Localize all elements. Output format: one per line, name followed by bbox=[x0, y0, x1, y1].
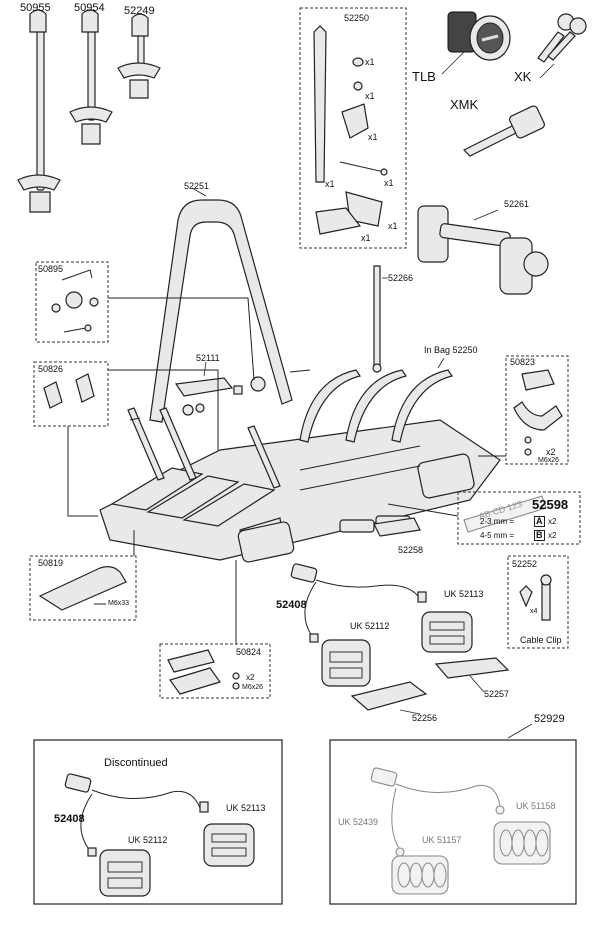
part-label-50954: 50954 bbox=[74, 2, 105, 14]
part-label-52252: 52252 bbox=[512, 559, 538, 569]
discontinued-light-uk-52112 bbox=[99, 849, 151, 897]
part-label-52249: 52249 bbox=[124, 5, 155, 17]
part-label-50826: 50826 bbox=[38, 364, 64, 374]
keys-xk bbox=[537, 13, 587, 63]
qty-50819-m6x33: M6x33 bbox=[108, 600, 130, 607]
light-label-uk-52113: UK 52113 bbox=[444, 589, 484, 599]
discontinued-label-uk-52112: UK 52112 bbox=[128, 835, 168, 845]
arm-52261 bbox=[417, 205, 549, 295]
new-label-uk-51157: UK 51157 bbox=[422, 835, 462, 845]
plate-row-2-3mm: 2-3 mm = bbox=[480, 517, 515, 526]
mount-52257 bbox=[434, 657, 510, 679]
discontinued-light-uk-52113 bbox=[203, 823, 255, 867]
bike-arm-50955 bbox=[17, 9, 61, 213]
parts-50823 bbox=[513, 369, 563, 456]
qty-label-7: x1 bbox=[361, 233, 371, 243]
parts-50824 bbox=[167, 649, 240, 695]
tool-kit-50895 bbox=[51, 269, 99, 333]
qty-label-3: x1 bbox=[368, 132, 378, 142]
key-xmk bbox=[462, 105, 545, 157]
key-label-xmk: XMK bbox=[450, 97, 479, 112]
plate-b: B bbox=[534, 530, 545, 541]
cap-52111 bbox=[174, 377, 234, 397]
qty-50823-m6x26: M6x26 bbox=[538, 457, 560, 464]
light-uk-52113 bbox=[421, 611, 473, 653]
key-label-tlb: TLB bbox=[412, 69, 436, 84]
new-light-uk-51158 bbox=[493, 821, 551, 865]
part-label-52256: 52256 bbox=[412, 713, 438, 723]
part-label-50824: 50824 bbox=[236, 647, 262, 657]
qty-50823-x2: x2 bbox=[546, 447, 556, 457]
qty-50824-x2: x2 bbox=[246, 673, 255, 682]
parts-50826 bbox=[43, 373, 95, 409]
wiring-52408 bbox=[290, 563, 427, 643]
part-label-52598: 52598 bbox=[532, 497, 569, 512]
part-label-52266: 52266 bbox=[388, 273, 414, 283]
bolt-set bbox=[129, 369, 311, 421]
new-wiring bbox=[370, 767, 505, 857]
light-label-uk-52112: UK 52112 bbox=[350, 621, 390, 631]
qty-label-1: x1 bbox=[365, 57, 375, 67]
hardware-kit-52250 bbox=[313, 25, 388, 235]
part-label-52261: 52261 bbox=[504, 199, 530, 209]
bike-arm-52249 bbox=[117, 13, 161, 99]
part-label-50955: 50955 bbox=[20, 2, 51, 14]
part-label-50819: 50819 bbox=[38, 558, 64, 568]
plate-a-x2: x2 bbox=[548, 517, 557, 526]
part-label-52408: 52408 bbox=[276, 599, 307, 611]
part-label-52258: 52258 bbox=[398, 545, 424, 555]
part-label-52250: 52250 bbox=[344, 13, 370, 23]
new-light-uk-51157 bbox=[391, 855, 449, 895]
mount-52256 bbox=[350, 681, 428, 711]
bar-52266 bbox=[372, 265, 382, 373]
qty-50824-m6x26: M6x26 bbox=[242, 684, 264, 691]
qty-52252-x4: x4 bbox=[530, 608, 538, 615]
part-label-50895: 50895 bbox=[38, 264, 64, 274]
cable-clip-label: Cable Clip bbox=[520, 635, 562, 645]
plate-row-4-5mm: 4-5 mm = bbox=[480, 531, 515, 540]
carrier-base bbox=[99, 419, 501, 563]
part-label-52257: 52257 bbox=[484, 689, 510, 699]
qty-label-4: x1 bbox=[325, 179, 335, 189]
cover-50819 bbox=[38, 566, 127, 611]
light-uk-52112 bbox=[321, 639, 371, 687]
qty-label-2: x1 bbox=[365, 91, 375, 101]
qty-label-6: x1 bbox=[388, 221, 398, 231]
discontinued-label-uk-52113: UK 52113 bbox=[226, 803, 266, 813]
bike-arm-50954 bbox=[69, 9, 113, 145]
number-plate-52598 bbox=[463, 495, 547, 533]
lock-cylinder-tlb bbox=[447, 11, 511, 61]
part-label-52251: 52251 bbox=[184, 181, 210, 191]
new-label-uk-51158: UK 51158 bbox=[516, 801, 556, 811]
plate-a: A bbox=[534, 516, 545, 527]
part-label-50823: 50823 bbox=[510, 357, 536, 367]
qty-label-5: x1 bbox=[384, 178, 394, 188]
discontinued-title: Discontinued bbox=[104, 757, 168, 769]
carrier-52251-frame bbox=[149, 199, 293, 423]
in-bag-label: In Bag 52250 bbox=[424, 345, 478, 355]
key-label-xk: XK bbox=[514, 69, 532, 84]
part-label-52111: 52111 bbox=[196, 353, 220, 363]
new-label-uk-52439: UK 52439 bbox=[338, 817, 379, 827]
carrier-arms bbox=[127, 369, 453, 489]
discontinued-label-52408: 52408 bbox=[54, 813, 85, 825]
pad-52258 bbox=[373, 517, 421, 537]
part-label-52929: 52929 bbox=[534, 713, 565, 725]
cable-clips-52252 bbox=[519, 574, 552, 621]
discontinued-wiring bbox=[64, 773, 209, 857]
plate-b-x2: x2 bbox=[548, 531, 557, 540]
